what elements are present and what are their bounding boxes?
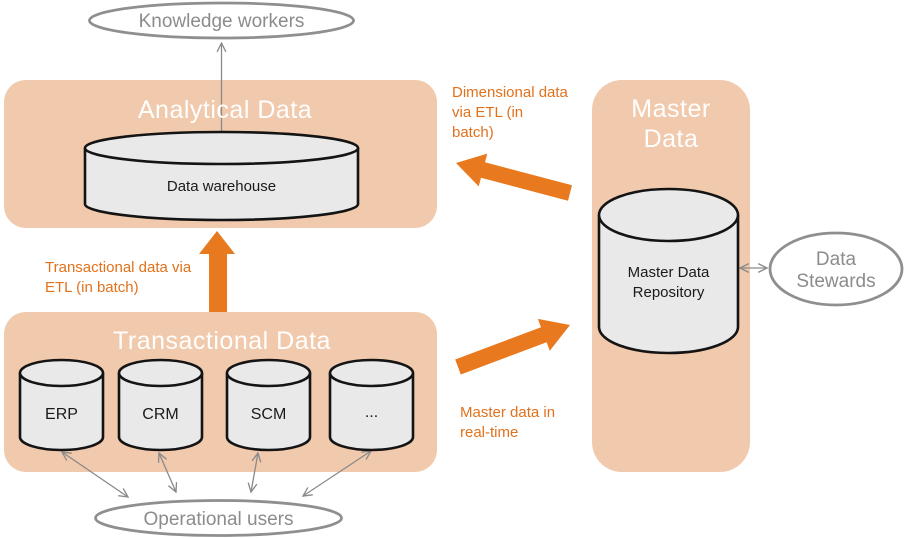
erp-cylinder: ERP [18,358,105,452]
erp-cylinder-top [18,358,105,388]
operational-users-ellipse [94,499,343,537]
other-to-operational-users-connector [303,451,371,496]
transactional-data-title: Transactional Data [113,327,331,355]
scm-to-operational-users-connector [251,453,258,492]
data-stewards-ellipse [768,231,904,307]
crm-cylinder-body [117,373,204,452]
crm-cylinder: CRM [117,358,204,452]
scm-cylinder-body [225,373,312,452]
dimensional-data-annotation-line2: via ETL (in [452,104,523,121]
other-systems-label: ... [365,404,378,421]
dimensional-data-annotation-line1: Dimensional data [452,84,569,101]
dimensional-data-annotation-line3: batch) [452,124,494,141]
master-data-repository-label-line1: Master Data [628,264,710,281]
master-realtime-annotation: Master data in real-time [460,404,555,441]
transactional-etl-annotation-line1: Transactional data via [45,259,192,276]
scm-cylinder: SCM [225,358,312,452]
data-warehouse-cylinder: Data warehouse [83,130,360,222]
scm-cylinder-top [225,358,312,388]
master-realtime-annotation-line2: real-time [460,424,518,441]
master-data-repository-label-line2: Repository [633,284,705,301]
master-data-repository-cylinder: Master Data Repository [597,187,740,355]
crm-to-operational-users-connector [159,453,176,492]
dimensional-data-annotation: Dimensional data via ETL (in batch) [452,84,569,141]
data-warehouse-cylinder-top [83,130,360,166]
other-systems-cylinder-top [328,358,415,388]
knowledge-workers-actor: Knowledge workers [88,1,355,40]
analytical-data-title: Analytical Data [138,96,312,124]
data-stewards-label-line2: Stewards [796,271,875,292]
other-systems-cylinder: ... [328,358,415,452]
crm-cylinder-top [117,358,204,388]
transactional-etl-annotation-line2: ETL (in batch) [45,279,139,296]
transactional-to-master-arrow [455,318,570,375]
data-warehouse-cylinder-body [83,148,360,222]
master-data-repository-body [597,215,740,355]
master-realtime-annotation-line1: Master data in [460,404,555,421]
erp-label: ERP [45,406,78,423]
scm-label: SCM [251,406,287,423]
master-data-repository-top [597,187,740,243]
data-stewards-actor: Data Stewards [768,231,904,307]
knowledge-workers-ellipse [88,1,355,40]
operational-users-actor: Operational users [94,499,343,537]
operational-users-label: Operational users [144,509,294,530]
master-data-title-line1: Master [631,95,710,123]
transactional-to-analytical-arrow [199,231,235,312]
master-data-title-line2: Data [644,125,699,153]
erp-to-operational-users-connector [62,452,128,497]
other-systems-cylinder-body [328,373,415,452]
erp-cylinder-body [18,373,105,452]
data-warehouse-label: Data warehouse [167,178,276,195]
transactional-etl-annotation: Transactional data via ETL (in batch) [45,259,192,296]
knowledge-workers-label: Knowledge workers [139,11,305,32]
crm-label: CRM [142,406,178,423]
master-to-analytical-arrow [456,153,572,201]
data-stewards-label-line1: Data [816,249,857,270]
